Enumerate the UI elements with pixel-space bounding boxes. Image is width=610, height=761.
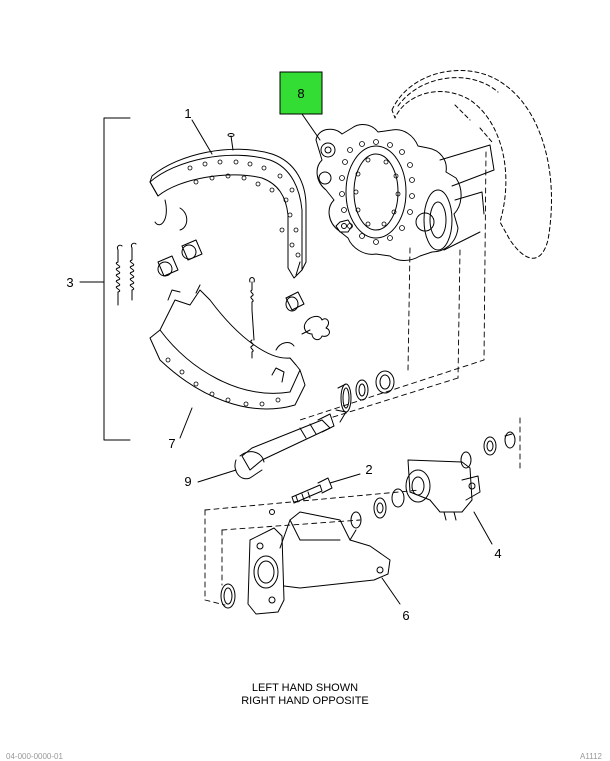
spider-plate [315, 124, 495, 261]
callout-3[interactable]: 3 [66, 275, 73, 290]
return-springs [115, 242, 255, 359]
camshaft-bracket [247, 511, 391, 615]
caption-line-2: RIGHT HAND OPPOSITE [241, 695, 369, 707]
alignment-lines [204, 151, 521, 606]
footer-right: A1112 [580, 752, 602, 761]
slack-adjuster [350, 431, 516, 529]
callout-2[interactable]: 2 [365, 462, 372, 477]
rivet [227, 133, 235, 151]
callout-8[interactable]: 8 [297, 86, 304, 101]
callout-8-highlight[interactable] [279, 71, 323, 115]
hex-nut [335, 219, 353, 233]
callout-6[interactable]: 6 [402, 608, 409, 623]
retainer-clip [301, 315, 330, 341]
dust-shield [391, 70, 552, 259]
wire-spring [275, 342, 295, 351]
callout-4[interactable]: 4 [494, 546, 501, 561]
camshaft [234, 413, 335, 480]
callout-1[interactable]: 1 [184, 106, 191, 121]
kit-bracket [103, 117, 131, 441]
callout-7[interactable]: 7 [168, 436, 175, 451]
camshaft-seals [335, 370, 395, 423]
shoe-rollers [157, 239, 305, 312]
brake-shoe-lower [149, 284, 306, 410]
caption-line-1: LEFT HAND SHOWN [251, 682, 359, 694]
footer-left: 04-000-0000-01 [6, 752, 63, 761]
leader-lines [79, 113, 493, 605]
snap-ring [220, 583, 236, 609]
callout-9[interactable]: 9 [184, 474, 191, 489]
brake-shoe-upper [149, 148, 307, 279]
bolt [269, 477, 333, 515]
